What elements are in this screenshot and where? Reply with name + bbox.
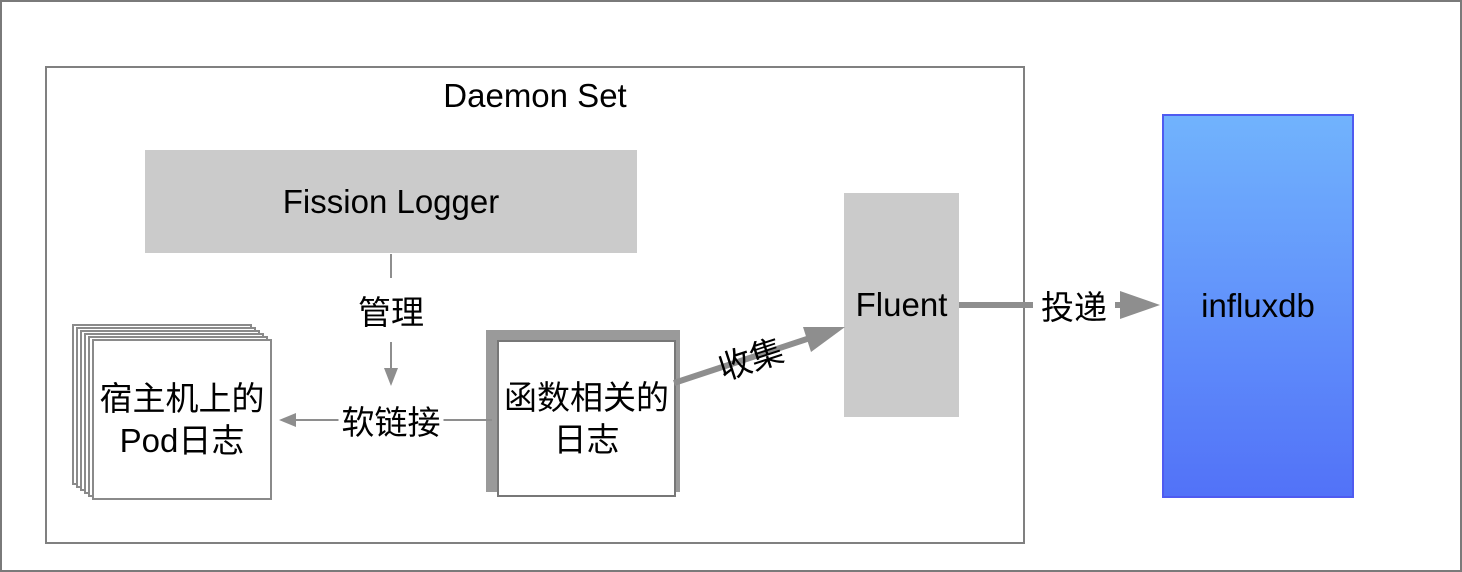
- influxdb-label: influxdb: [1201, 287, 1315, 324]
- function-logs-label-line1: 函数相关的: [504, 378, 669, 416]
- fluent-node: Fluent: [844, 193, 959, 417]
- fission-logger-label: Fission Logger: [282, 182, 500, 220]
- fluent-label: Fluent: [855, 286, 948, 323]
- deliver-arrowhead-icon: [1120, 291, 1160, 319]
- function-logs-node: 函数相关的 日志: [497, 340, 676, 497]
- function-logs-label-line2: 日志: [553, 420, 620, 458]
- daemon-set-title: Daemon Set: [443, 77, 627, 114]
- host-pod-logs-label-line2: Pod日志: [119, 421, 245, 459]
- host-pod-logs-node: 宿主机上的 Pod日志: [92, 339, 272, 500]
- host-pod-logs-label-line1: 宿主机上的: [99, 379, 265, 417]
- fission-logger-node: Fission Logger: [145, 150, 637, 253]
- manage-edge-label: 管理: [355, 278, 427, 342]
- softlink-edge-label: 软链接: [338, 396, 444, 444]
- influxdb-node: influxdb: [1162, 114, 1354, 498]
- deliver-edge-label: 投递: [1033, 281, 1115, 329]
